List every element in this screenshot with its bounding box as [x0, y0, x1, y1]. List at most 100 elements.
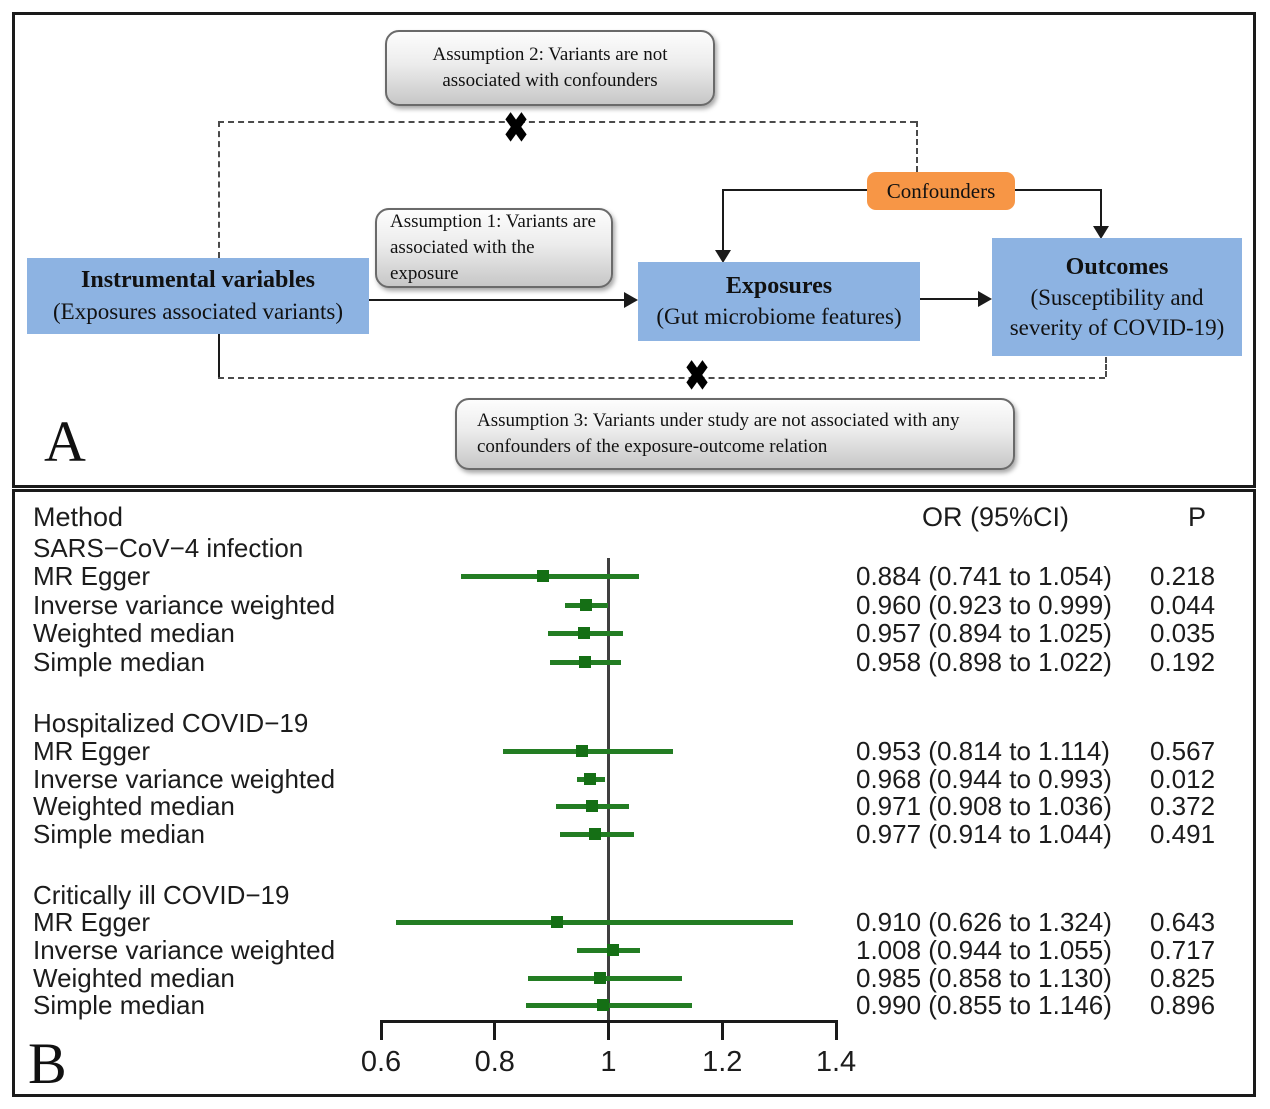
or-ci-value: 0.990 (0.855 to 1.146)	[856, 990, 1112, 1020]
or-ci-value: 0.985 (0.858 to 1.130)	[856, 963, 1112, 993]
assumption-2-text: Assumption 2: Variants are not associate…	[432, 43, 668, 91]
line-confounders-left-down	[722, 189, 724, 250]
p-value: 0.218	[1150, 561, 1216, 591]
forest-row: MR Egger 0.884 (0.741 to 1.054) 0.218	[0, 562, 1270, 590]
ci-line	[395, 920, 793, 925]
group-label-row: Critically ill COVID−19	[0, 881, 1270, 909]
ci-marker	[584, 773, 597, 785]
method-label: Weighted median	[33, 963, 235, 993]
x-axis-tick-label: 1.2	[702, 1046, 743, 1078]
ci-marker	[607, 944, 620, 956]
forest-row: MR Egger 0.910 (0.626 to 1.324) 0.643	[0, 908, 1270, 936]
group-label-row: Hospitalized COVID−19	[0, 709, 1270, 737]
exposures-title: Exposures	[725, 272, 833, 299]
assumption-1-box: Assumption 1: Variants are associated wi…	[375, 208, 613, 288]
confounders-label: Confounders	[886, 178, 996, 203]
reference-line	[607, 558, 610, 1020]
group-label: SARS−CoV−4 infection	[33, 533, 304, 563]
ci-marker	[578, 627, 591, 639]
p-value: 0.567	[1150, 736, 1216, 766]
forest-row: Weighted median 0.985 (0.858 to 1.130) 0…	[0, 964, 1270, 992]
assumption-3-text: Assumption 3: Variants under study are n…	[477, 409, 960, 457]
method-label: Inverse variance weighted	[33, 764, 336, 794]
or-ci-value: 0.971 (0.908 to 1.036)	[856, 791, 1112, 821]
forest-row: Weighted median 0.971 (0.908 to 1.036) 0…	[0, 792, 1270, 820]
dashed-line-iv-top	[218, 121, 220, 258]
or-ci-value: 0.958 (0.898 to 1.022)	[856, 647, 1112, 677]
panel-a-label: A	[44, 409, 86, 474]
forest-header-row: Method OR (95%CI) P	[0, 503, 1270, 531]
line-iv-bottom	[218, 334, 220, 377]
ci-marker	[589, 828, 602, 840]
panel-b-label: B	[28, 1031, 67, 1096]
method-label: MR Egger	[33, 561, 151, 591]
p-value: 0.372	[1150, 791, 1216, 821]
line-exposures-outcomes	[920, 298, 978, 300]
header-method: Method	[33, 502, 124, 532]
group-label-row: SARS−CoV−4 infection	[0, 534, 1270, 562]
instrumental-variables-box: Instrumental variables (Exposures associ…	[27, 258, 369, 334]
ci-marker	[578, 656, 591, 668]
p-value: 0.012	[1150, 764, 1216, 794]
or-ci-value: 0.884 (0.741 to 1.054)	[856, 561, 1112, 591]
confounders-box: Confounders	[867, 172, 1015, 210]
p-value: 0.717	[1150, 935, 1216, 965]
ci-marker	[575, 745, 588, 757]
p-value: 0.192	[1150, 647, 1216, 677]
outcomes-title: Outcomes	[1065, 253, 1169, 280]
cross-icon: ✖	[684, 354, 710, 400]
group-label: Hospitalized COVID−19	[33, 708, 309, 738]
or-ci-value: 0.960 (0.923 to 0.999)	[856, 590, 1112, 620]
forest-row: MR Egger 0.953 (0.814 to 1.114) 0.567	[0, 737, 1270, 765]
or-ci-value: 1.008 (0.944 to 1.055)	[856, 935, 1112, 965]
assumption-1-text: Assumption 1: Variants are associated wi…	[390, 210, 596, 285]
x-axis-tick	[834, 1020, 838, 1040]
line-confounders-right	[1015, 189, 1101, 191]
x-axis-tick-label: 1.4	[815, 1046, 857, 1078]
x-axis-tick	[607, 1020, 610, 1040]
method-label: MR Egger	[33, 736, 151, 766]
x-axis-tick	[493, 1020, 497, 1040]
or-ci-value: 0.977 (0.914 to 1.044)	[856, 819, 1112, 849]
panel-b-border	[12, 489, 1256, 1097]
cross-icon: ✖	[503, 106, 529, 152]
method-label: Simple median	[33, 647, 205, 677]
or-ci-value: 0.968 (0.944 to 0.993)	[856, 764, 1112, 794]
forest-row: Inverse variance weighted 0.960 (0.923 t…	[0, 591, 1270, 619]
dashed-line-confounders-top	[916, 121, 918, 172]
p-value: 0.044	[1150, 590, 1216, 620]
ci-line	[502, 749, 674, 754]
dashed-line-bottom	[218, 377, 1105, 379]
arrow-right-icon	[978, 291, 992, 307]
p-value: 0.896	[1150, 990, 1216, 1020]
assumption-3-box: Assumption 3: Variants under study are n…	[455, 398, 1015, 470]
line-confounders-right-down	[1100, 189, 1102, 226]
method-label: Simple median	[33, 819, 205, 849]
forest-row: Simple median 0.958 (0.898 to 1.022) 0.1…	[0, 648, 1270, 676]
arrow-down-icon	[715, 250, 731, 263]
method-label: Inverse variance weighted	[33, 590, 336, 620]
line-confounders-left	[722, 189, 867, 191]
iv-title: Instrumental variables	[81, 267, 315, 294]
header-p: P	[1188, 502, 1207, 532]
ci-marker	[593, 972, 606, 984]
arrow-down-icon	[1093, 226, 1109, 239]
ci-marker	[596, 999, 609, 1011]
x-axis-tick	[720, 1020, 724, 1040]
assumption-2-box: Assumption 2: Variants are not associate…	[385, 30, 715, 106]
line-iv-exposures	[369, 299, 624, 301]
ci-marker	[551, 916, 564, 928]
forest-row: Simple median 0.977 (0.914 to 1.044) 0.4…	[0, 820, 1270, 848]
exposures-box: Exposures (Gut microbiome features)	[638, 262, 920, 341]
ci-marker	[586, 800, 598, 812]
forest-row: Weighted median 0.957 (0.894 to 1.025) 0…	[0, 619, 1270, 647]
iv-subtitle: (Exposures associated variants)	[53, 298, 343, 324]
dashed-line-outcomes-bottom	[1105, 357, 1107, 377]
x-axis-tick-label: 1	[600, 1046, 617, 1078]
ci-marker	[579, 599, 592, 611]
p-value: 0.643	[1150, 907, 1216, 937]
x-axis-tick-label: 0.6	[360, 1046, 402, 1078]
method-label: Weighted median	[33, 791, 235, 821]
x-axis-tick	[379, 1020, 383, 1040]
